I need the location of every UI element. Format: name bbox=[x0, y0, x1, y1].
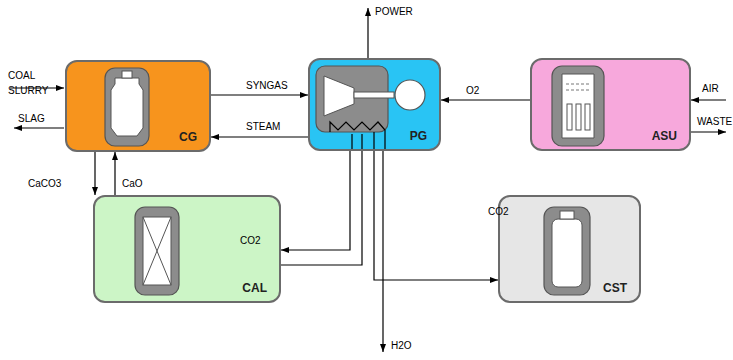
power-generation-box: PG bbox=[308, 58, 441, 151]
stream-label: POWER bbox=[375, 6, 413, 18]
air-separation-box: ASU bbox=[530, 58, 691, 151]
stream-label: CO2 bbox=[488, 206, 509, 218]
stream-line bbox=[114, 152, 115, 195]
slag-arrow bbox=[14, 127, 64, 128]
stream-line bbox=[281, 151, 350, 250]
calciner-box: CAL bbox=[93, 195, 281, 303]
waste-arrow bbox=[691, 131, 726, 132]
air-arrow bbox=[691, 99, 726, 100]
stream-label: SLAG bbox=[18, 113, 45, 125]
stream-line bbox=[374, 151, 498, 280]
co2-storage-box: CST bbox=[498, 195, 641, 303]
stream-line bbox=[211, 136, 308, 137]
stream-label: COAL SLURRY bbox=[8, 68, 54, 98]
stream-label: AIR bbox=[702, 83, 719, 95]
unit-name: ASU bbox=[652, 129, 677, 143]
stream-label: SYNGAS bbox=[246, 80, 288, 92]
unit-name: CG bbox=[179, 130, 197, 144]
stream-line bbox=[211, 94, 308, 95]
gasifier-box: CG bbox=[65, 60, 211, 152]
water-arrow bbox=[382, 150, 383, 352]
stream-line bbox=[441, 99, 530, 100]
stream-label: O2 bbox=[466, 85, 479, 97]
stream-line bbox=[94, 152, 95, 195]
stream-label: H2O bbox=[391, 340, 412, 352]
stream-line bbox=[281, 151, 362, 265]
unit-name: CST bbox=[603, 281, 627, 295]
stream-label: CaO bbox=[122, 178, 143, 190]
stream-label: WASTE bbox=[697, 116, 732, 128]
stream-label: STEAM bbox=[246, 121, 280, 133]
power-arrow bbox=[367, 8, 368, 58]
stream-label: CO2 bbox=[240, 235, 261, 247]
stream-label: CaCO3 bbox=[28, 178, 61, 190]
unit-name: CAL bbox=[242, 281, 267, 295]
unit-name: PG bbox=[410, 129, 427, 143]
